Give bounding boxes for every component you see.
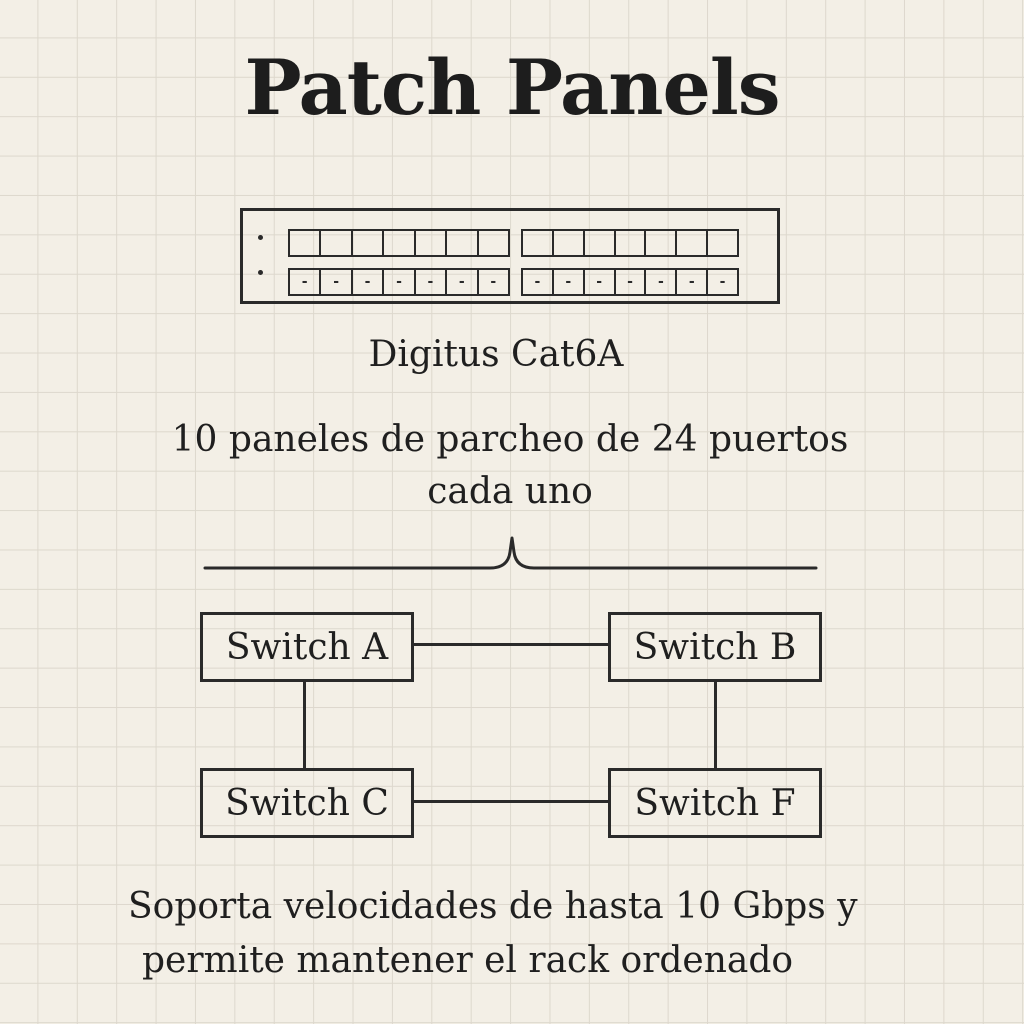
footer-line-2: permite mantener el rack ordenado — [142, 940, 794, 981]
port-block-bottom-right: - - - - - - - — [521, 268, 739, 296]
curly-brace-divider — [203, 536, 818, 570]
port — [447, 231, 479, 255]
page-title: Patch Panels — [244, 43, 780, 132]
port: - — [384, 270, 416, 294]
switch-c-box: Switch C — [200, 768, 414, 838]
port — [585, 231, 616, 255]
port: - — [447, 270, 479, 294]
port — [523, 231, 554, 255]
port: - — [490, 274, 497, 290]
link-a-c — [303, 680, 306, 770]
link-b-f — [714, 680, 717, 770]
port: - — [353, 270, 385, 294]
port: - — [321, 270, 353, 294]
switch-b-box: Switch B — [608, 612, 822, 682]
port: - — [585, 270, 616, 294]
port: - — [677, 270, 709, 294]
brace-path — [203, 536, 818, 570]
port: - — [523, 270, 554, 294]
port — [353, 231, 385, 255]
port: - — [616, 270, 647, 294]
port-block-top-left — [288, 229, 510, 257]
port: - — [416, 270, 448, 294]
panel-mount-hole-bottom — [258, 270, 263, 275]
panel-description: 10 paneles de parcheo de 24 puertos cada… — [0, 414, 1022, 518]
port — [554, 231, 585, 255]
switch-a-box: Switch A — [200, 612, 414, 682]
panel-mount-hole-top — [258, 235, 263, 240]
port: - — [719, 274, 726, 290]
port-block-bottom-left: - - - - - - - — [288, 268, 510, 296]
link-c-f — [414, 800, 610, 803]
port — [479, 231, 508, 255]
port — [290, 231, 322, 255]
port-block-top-right — [521, 229, 739, 257]
patch-panel-illustration: - - - - - - - - - - - - - - — [240, 208, 780, 304]
port — [616, 231, 647, 255]
port — [384, 231, 416, 255]
port — [321, 231, 353, 255]
port: - — [554, 270, 585, 294]
panel-description-line-2: cada uno — [427, 471, 593, 512]
footer-note: Soporta velocidades de hasta 10 Gbps y p… — [128, 880, 928, 988]
port: - — [646, 270, 678, 294]
footer-line-1: Soporta velocidades de hasta 10 Gbps y — [128, 886, 858, 927]
panel-description-line-1: 10 paneles de parcheo de 24 puertos — [171, 419, 849, 460]
switch-f-box: Switch F — [608, 768, 822, 838]
port — [677, 231, 709, 255]
port — [646, 231, 678, 255]
port: - — [290, 270, 322, 294]
port — [708, 231, 737, 255]
panel-model-label: Digitus Cat6A — [368, 334, 624, 375]
port — [416, 231, 448, 255]
link-a-b — [414, 643, 610, 646]
